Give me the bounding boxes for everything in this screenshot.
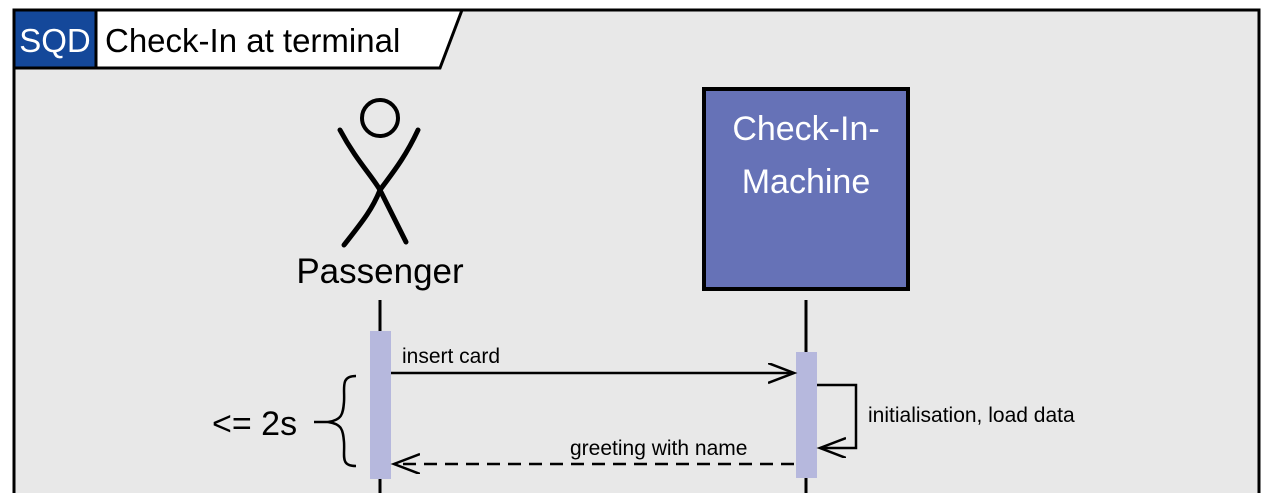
activation-passenger [370,331,391,479]
message-insert-label: insert card [402,345,500,368]
message-reply-label: greeting with name [570,437,747,460]
object-box [702,87,910,291]
frame-tag-box [12,8,98,70]
actor-label: Passenger [296,252,464,291]
activation-machine [796,352,817,478]
message-self-label: initialisation, load data [868,404,1075,427]
object-label-line2: Machine [742,163,871,201]
constraint-label: <= 2s [212,405,297,443]
frame-tag: SQD [19,22,91,59]
object-label-line1: Check-In- [732,110,879,148]
message-self-arrow [817,383,858,448]
stick-figure-icon [337,98,421,248]
frame-title: Check-In at terminal [105,22,400,59]
frame-background [12,8,1261,497]
